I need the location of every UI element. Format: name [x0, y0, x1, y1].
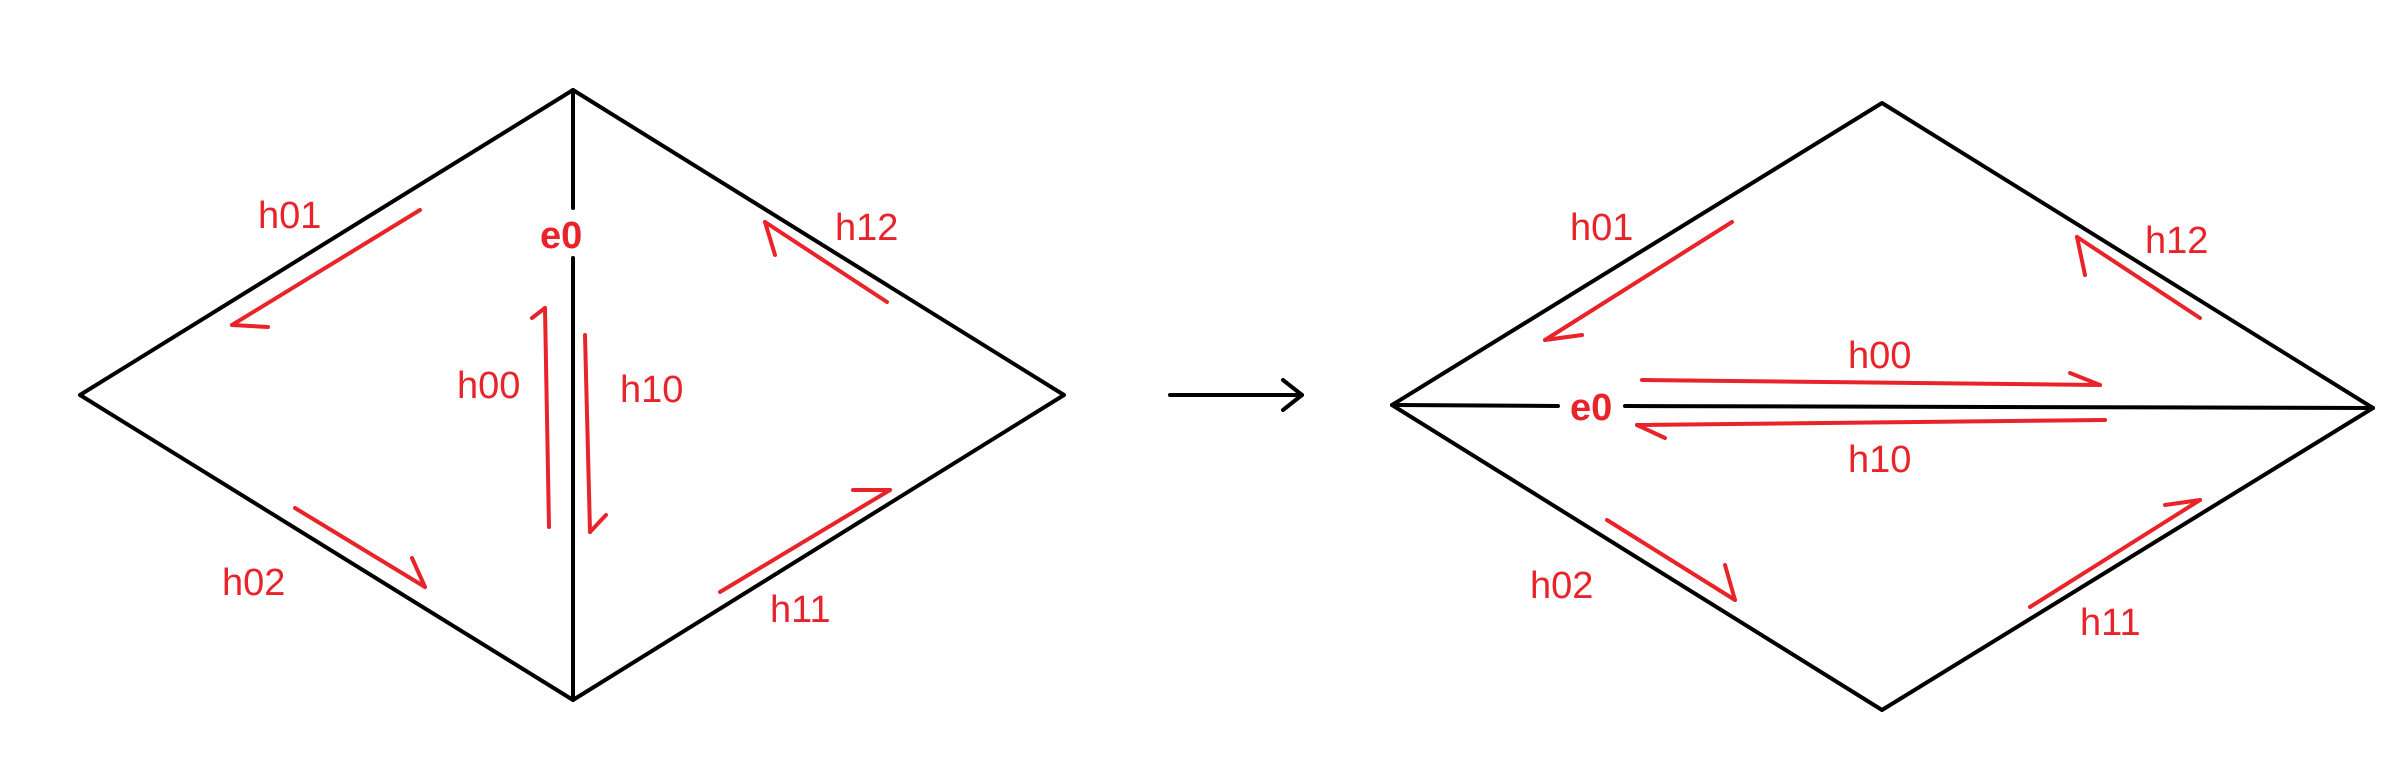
half-edge-h10-arrowhead-after	[1635, 423, 1667, 440]
half-edge-h11-before	[718, 488, 892, 594]
half-edge-h00-label-before: h00	[457, 365, 520, 407]
half-edge-h10-before	[583, 333, 592, 534]
half-edge-h01-label-after: h01	[1570, 207, 1633, 249]
half-edge-h12-before	[763, 220, 889, 304]
half-edge-h02-arrowhead-after	[1723, 563, 1737, 602]
edge-e0-left-after	[1390, 403, 1560, 408]
half-edge-h11-arrowhead-after	[2163, 498, 2202, 507]
half-edge-h01-before	[230, 208, 422, 327]
edge-e0-label-before: e0	[540, 215, 582, 257]
half-edge-h00-after	[1640, 378, 2102, 387]
half-edge-h02-label-before: h02	[222, 562, 285, 604]
edge-e0-label-after: e0	[1570, 387, 1612, 429]
half-edge-h10-label-after: h10	[1848, 439, 1911, 481]
half-edge-h10-arrowhead-before	[588, 513, 608, 534]
half-edge-h11-label-after: h11	[2080, 602, 2141, 644]
half-edge-h12-label-after: h12	[2145, 220, 2208, 262]
half-edge-h00-before	[543, 306, 551, 529]
mesh-before: e0 h01 h02 h00 h10 h12 h11	[78, 88, 1066, 702]
half-edge-h12-arrowhead-after	[2075, 235, 2087, 277]
transition-arrow	[1168, 378, 1304, 412]
half-edge-h02-arrowhead-before	[410, 556, 427, 589]
half-edge-h11-label-before: h11	[770, 589, 831, 631]
half-edge-h01-arrowhead-before	[230, 323, 270, 329]
half-edge-h10-after	[1635, 418, 2107, 427]
half-edge-h12-label-before: h12	[835, 207, 898, 249]
half-edge-h02-after	[1605, 518, 1737, 602]
half-edge-h11-after	[2028, 498, 2202, 609]
half-edge-h00-arrowhead-after	[2068, 371, 2102, 387]
half-edge-h10-label-before: h10	[620, 369, 683, 411]
mesh-after: e0 h01 h02 h00 h10 h12 h11	[1390, 101, 2375, 712]
quad-outline-before	[78, 88, 1066, 702]
half-edge-h01-label-before: h01	[258, 195, 321, 237]
half-edge-h00-arrowhead-before	[530, 306, 547, 320]
half-edge-h02-before	[293, 506, 427, 589]
half-edge-h01-arrowhead-after	[1543, 333, 1584, 342]
edge-e0-right-after	[1623, 404, 2375, 410]
half-edge-h01-after	[1543, 220, 1734, 342]
half-edge-h12-after	[2075, 235, 2202, 320]
half-edge-h00-label-after: h00	[1848, 335, 1911, 377]
half-edge-h12-arrowhead-before	[763, 220, 777, 257]
half-edge-h02-label-after: h02	[1530, 565, 1593, 607]
transition-arrow-head	[1281, 378, 1304, 412]
